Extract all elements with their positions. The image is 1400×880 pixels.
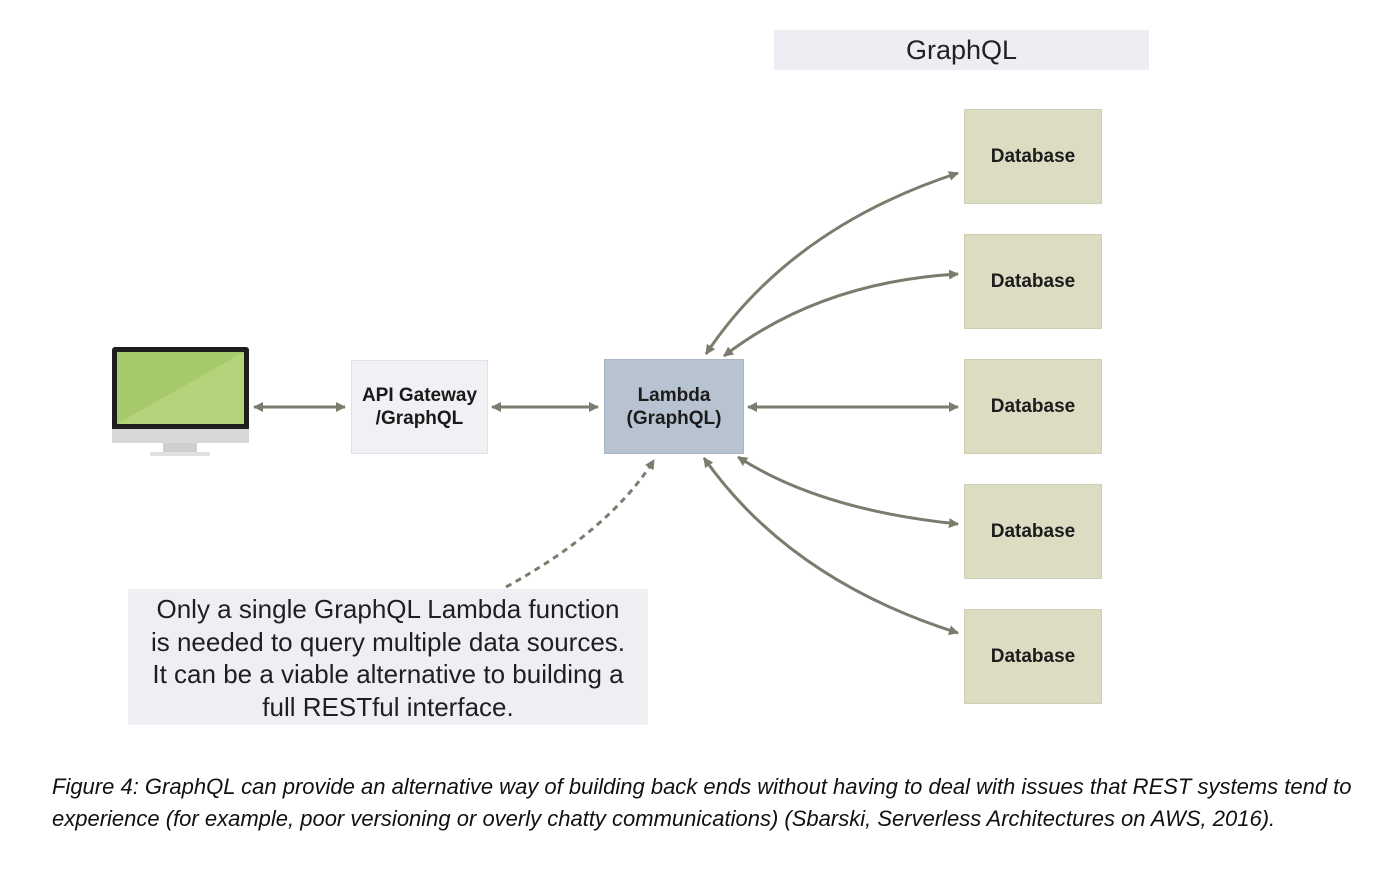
lambda-database-4-arrow	[737, 455, 959, 529]
note-lambda-dashed-arrow	[505, 459, 656, 589]
lambda-database-5-arrow	[702, 457, 959, 636]
database-node: Database	[964, 609, 1102, 704]
lambda-database-1-arrow	[704, 171, 959, 355]
figure-caption: Figure 4: GraphQL can provide an alterna…	[52, 774, 1352, 831]
database-node: Database	[964, 109, 1102, 204]
database-node: Database	[964, 484, 1102, 579]
database-node: Database	[964, 234, 1102, 329]
api-gateway-node: API Gateway /GraphQL	[351, 360, 488, 454]
desktop-monitor-icon	[112, 347, 249, 456]
graphql-header-label: GraphQL	[774, 30, 1149, 70]
database-node: Database	[964, 359, 1102, 454]
annotation-note: Only a single GraphQL Lambda function is…	[128, 589, 648, 725]
lambda-node: Lambda (GraphQL)	[604, 359, 744, 454]
lambda-database-2-arrow	[723, 269, 959, 358]
